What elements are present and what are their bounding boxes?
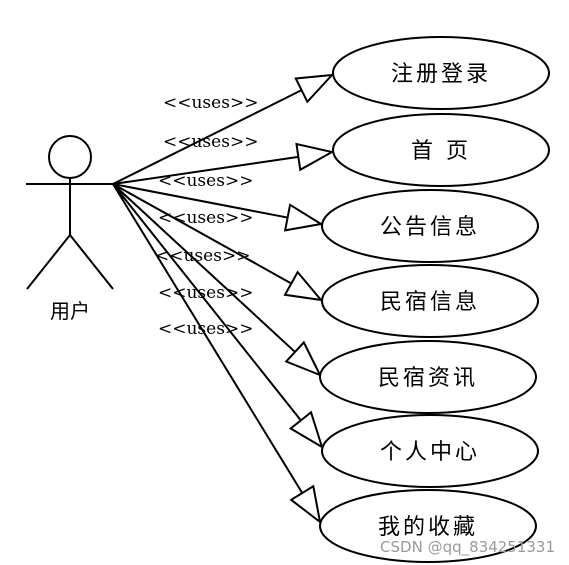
relation-arrowhead [283,270,324,302]
relation-line [112,183,302,422]
use-case-ellipse [319,340,537,414]
relation-label: <<uses>> [163,93,258,113]
actor-figure [26,135,114,290]
relation-label: <<uses>> [158,319,253,339]
relation-line [112,183,304,494]
relations-layer: <<uses>> <<uses>> <<uses>> <<uses>> <<uses>>… [112,73,335,525]
actor-left-leg [26,234,71,290]
relation-arrowhead [288,410,324,450]
relation-line [112,89,303,185]
use-case-label: 个人中心 [380,440,480,465]
relation-line [112,183,296,353]
use-case-ellipse [321,189,539,263]
use-case-ellipse [321,264,539,338]
use-case-ellipse [332,113,550,187]
use-case-ellipse [321,414,539,488]
relation-arrowhead [283,203,324,232]
use-case-ellipse [332,36,550,110]
actor-label: 用户 [50,299,90,323]
use-case-ellipse [319,489,537,563]
relation-label: <<uses>> [158,171,253,191]
use-case-label: 民宿信息 [380,290,480,315]
use-case-label: 首 页 [411,139,471,164]
relation-arrowhead [289,484,322,525]
use-case-label: 注册登录 [391,62,491,87]
use-case-label: 公告信息 [380,215,480,240]
relation-label: <<uses>> [163,132,258,152]
use-case-label: 我的收藏 [378,515,478,540]
actor-right-leg [69,234,114,290]
relation-line [112,183,288,219]
relation-arrowhead [284,340,323,377]
relation-label: <<uses>> [155,246,250,266]
relation-label: <<uses>> [158,208,253,228]
actor-head [48,135,92,179]
watermark: CSDN @qq_834251331 [380,538,555,557]
relation-label: <<uses>> [158,283,253,303]
relation-line [112,183,292,285]
relation-line [112,155,299,185]
relation-arrowhead [295,142,335,172]
relation-arrowhead [294,73,335,104]
use-case-label: 民宿资讯 [378,366,478,391]
